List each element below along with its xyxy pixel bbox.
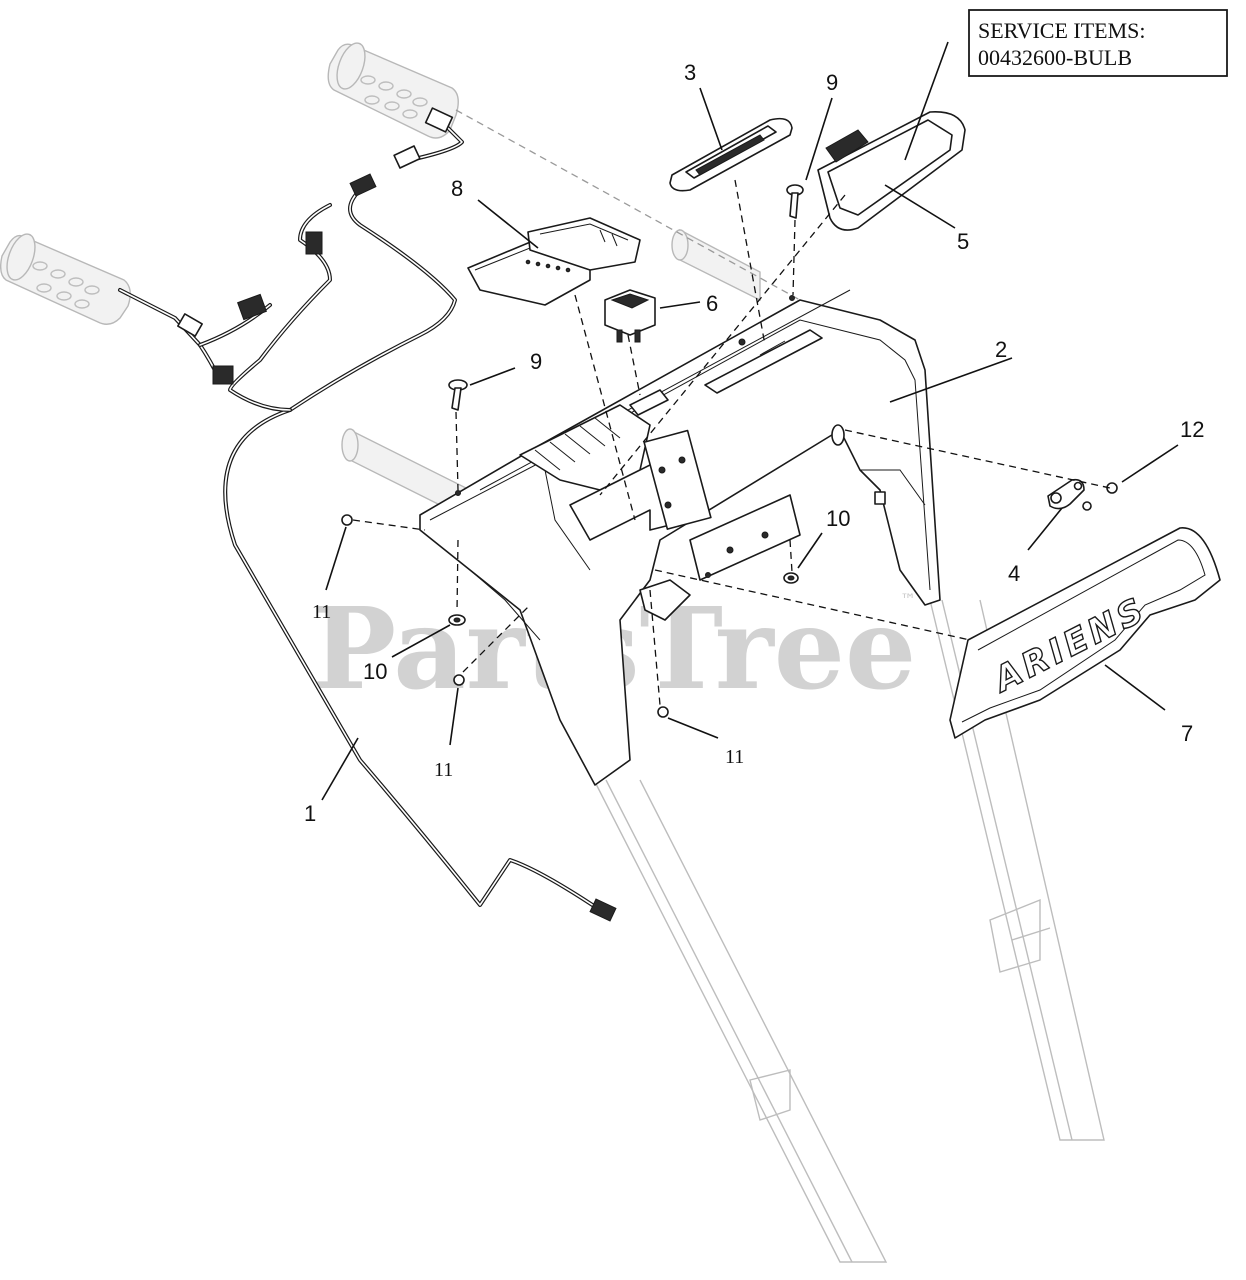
label-part-9-upper: 9 <box>826 70 838 95</box>
service-items-title: SERVICE ITEMS: <box>978 18 1146 43</box>
label-part-12: 12 <box>1180 417 1204 442</box>
guide-line-grip <box>455 109 801 301</box>
light-bracket <box>1047 478 1092 511</box>
leader-lines <box>321 41 1179 801</box>
part-labels: 3 9 5 8 6 9 2 12 4 7 10 10 11 11 11 1 <box>304 60 1204 826</box>
rocker-switch <box>604 289 656 343</box>
label-part-4: 4 <box>1008 561 1020 586</box>
label-part-8: 8 <box>451 176 463 201</box>
nut-center <box>783 572 799 584</box>
fastener-left <box>341 514 353 526</box>
wiring-harness <box>118 107 617 922</box>
label-part-11-lower: 11 <box>434 759 453 781</box>
fastener-center <box>657 706 669 718</box>
ghost-grip-upper <box>327 42 459 139</box>
lens <box>669 117 793 192</box>
label-part-6: 6 <box>706 291 718 316</box>
handle-panel <box>419 289 941 786</box>
label-part-10-center: 10 <box>826 506 850 531</box>
label-part-10-left: 10 <box>363 659 387 684</box>
watermark-trademark: ™ <box>900 590 916 609</box>
ghost-grip-lower <box>0 233 131 325</box>
assembly-lines <box>352 179 1111 706</box>
label-part-11-left: 11 <box>312 601 331 623</box>
ariens-panel: ARIENS <box>949 527 1221 739</box>
control-cover <box>467 217 641 306</box>
headlight <box>817 111 966 231</box>
label-part-1: 1 <box>304 801 316 826</box>
label-part-3: 3 <box>684 60 696 85</box>
label-part-9-lower: 9 <box>530 349 542 374</box>
label-part-11-center: 11 <box>725 746 744 768</box>
label-part-7: 7 <box>1181 721 1193 746</box>
fastener-lower <box>453 674 465 686</box>
service-items-part-number: 00432600-BULB <box>978 45 1132 70</box>
bolt-upper <box>786 184 804 219</box>
bolt-lower <box>448 379 468 411</box>
label-part-2: 2 <box>995 337 1007 362</box>
service-items-box: SERVICE ITEMS: 00432600-BULB <box>968 9 1228 77</box>
nut-lower-left <box>448 614 466 626</box>
label-part-5: 5 <box>957 229 969 254</box>
